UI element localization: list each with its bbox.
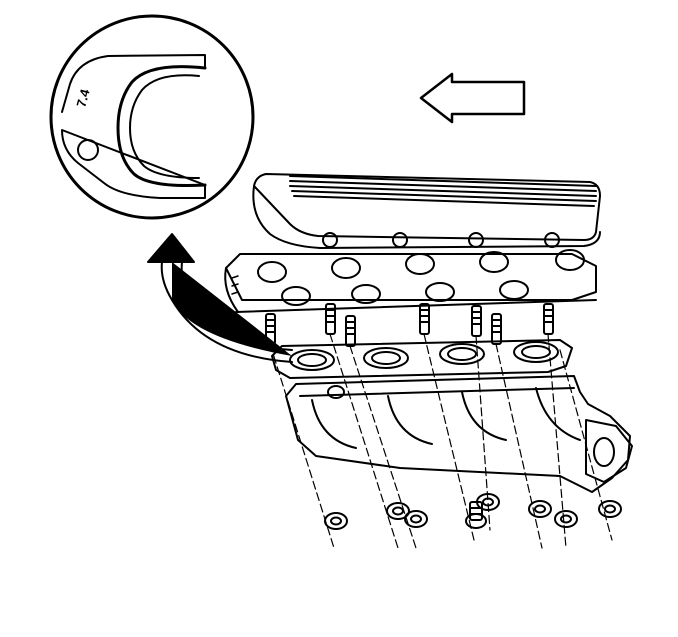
- cylinder-head: [224, 249, 597, 313]
- exhaust-manifold-gasket: [271, 339, 573, 379]
- nut: [598, 500, 622, 518]
- stud: [471, 305, 482, 337]
- direction-arrow: [419, 72, 526, 124]
- valve-cover: [252, 173, 601, 249]
- gasket-opening: [513, 341, 559, 363]
- exhaust-studs: [265, 303, 554, 347]
- pointer-arrow: [147, 233, 293, 363]
- alignment-lines: [269, 333, 613, 549]
- callout-label: 7.4: [73, 87, 92, 109]
- exhaust-manifold: [285, 375, 633, 493]
- detail-callout: 7.4: [49, 14, 255, 220]
- head-port-bosses: [257, 249, 585, 306]
- gasket-opening: [289, 349, 335, 371]
- nut: [404, 510, 428, 528]
- gasket-opening: [363, 347, 409, 369]
- nut: [554, 510, 578, 528]
- nut: [324, 512, 348, 530]
- stud: [345, 315, 356, 347]
- bolt: [465, 501, 487, 529]
- gasket-tab-detail: [61, 54, 207, 199]
- nut: [528, 500, 552, 518]
- stud: [543, 303, 554, 335]
- gasket-opening: [439, 343, 485, 365]
- bolt-hole: [77, 139, 99, 161]
- nut: [386, 502, 410, 520]
- stud: [491, 313, 502, 345]
- stud: [419, 303, 430, 335]
- manifold-outlet-flange: [585, 419, 633, 483]
- valve-cover-bolts: [322, 232, 560, 248]
- fasteners: [324, 493, 622, 530]
